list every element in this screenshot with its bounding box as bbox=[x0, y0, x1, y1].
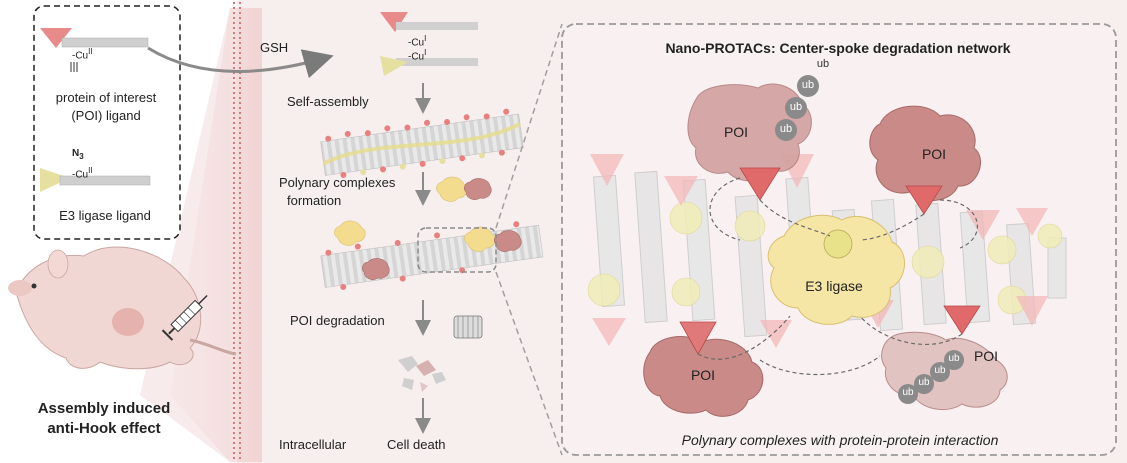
ub-top-3: ub bbox=[801, 79, 815, 91]
poi-protein-top-left bbox=[687, 83, 812, 182]
poi-label-top-right: POI bbox=[921, 146, 947, 162]
active-poi-ligands bbox=[679, 167, 981, 355]
proteasome bbox=[453, 315, 483, 339]
ub-chain-top bbox=[775, 75, 819, 141]
e3-ligand-label: E3 ligase ligand bbox=[59, 208, 151, 223]
poi-label-top-left: POI bbox=[723, 124, 749, 140]
e3-ligand-spheres bbox=[587, 201, 1063, 315]
network-caption: Polynary complexes with protein-protein … bbox=[681, 432, 999, 448]
step-complex-line1: Polynary complexes bbox=[279, 175, 396, 190]
cu1-molecule-pair bbox=[380, 12, 478, 76]
cell-debris bbox=[398, 356, 446, 392]
poi-small bbox=[464, 178, 492, 200]
step-cell-death: Cell death bbox=[387, 437, 446, 452]
poi-ligand-label-line1: protein of interest bbox=[55, 90, 157, 105]
ub-bottom-2: ub bbox=[918, 377, 930, 388]
e3-ligase-protein bbox=[767, 214, 905, 325]
ub-top-2: ub bbox=[789, 101, 803, 113]
ub-chain-bottom bbox=[898, 350, 964, 404]
nanofiber-assembled bbox=[320, 108, 524, 178]
step-poi-degradation: POI degradation bbox=[290, 313, 385, 328]
cu1-label-a: -CuI bbox=[408, 34, 427, 49]
e3-ligase-small bbox=[436, 176, 468, 202]
ub-top-1: ub bbox=[779, 123, 793, 135]
cu2-top-label: -CuII bbox=[72, 47, 93, 62]
mouse-illustration bbox=[8, 246, 237, 370]
ub-top-4: ub bbox=[816, 58, 830, 70]
e3-on-fiber-1 bbox=[334, 220, 366, 246]
zoom-line-bottom bbox=[495, 271, 563, 456]
conclusion-line1: Assembly induced bbox=[37, 400, 171, 417]
ub-bottom-1: ub bbox=[902, 387, 914, 398]
poi-on-fiber-1 bbox=[362, 258, 390, 280]
step-complex-line2: formation bbox=[287, 193, 342, 208]
poi-protein-top-right bbox=[869, 105, 982, 202]
conclusion-line2: anti-Hook effect bbox=[47, 420, 161, 437]
e3-ligand-molecule bbox=[40, 168, 151, 192]
gsh-arrow bbox=[147, 46, 334, 79]
poi-ligand-molecule bbox=[40, 28, 149, 72]
intracellular-label: Intracellular bbox=[279, 437, 347, 452]
syringe-icon bbox=[161, 294, 208, 341]
ub-bottom-4: ub bbox=[948, 353, 960, 364]
zoom-source-box bbox=[417, 227, 497, 273]
poi-label-bottom-right: POI bbox=[973, 348, 999, 364]
zoom-line-top bbox=[495, 23, 563, 229]
n3-label: N3 bbox=[72, 148, 84, 161]
e3-ligase-label: E3 ligase bbox=[805, 278, 863, 294]
poi-on-fiber-2 bbox=[494, 230, 522, 252]
cu1-label-b: -CuI bbox=[408, 48, 427, 63]
ppi-connections bbox=[697, 177, 978, 376]
gsh-label: GSH bbox=[260, 40, 289, 55]
cu2-bottom-label: -CuII bbox=[72, 166, 93, 181]
poi-label-bottom-left: POI bbox=[690, 367, 716, 383]
ub-bottom-3: ub bbox=[934, 365, 946, 376]
step-self-assembly: Self-assembly bbox=[287, 94, 369, 109]
poi-ligand-label-line2: (POI) ligand bbox=[71, 108, 141, 123]
network-title: Nano-PROTACs: Center-spoke degradation n… bbox=[665, 40, 1011, 56]
